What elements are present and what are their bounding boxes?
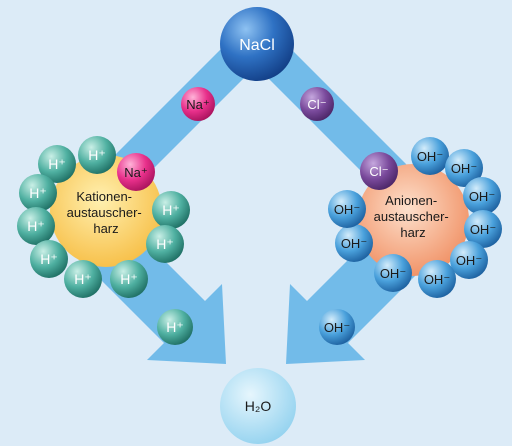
nacl-molecule: NaCl — [220, 7, 294, 81]
na-ion-free: Na⁺ — [181, 87, 215, 121]
svg-text:H⁺: H⁺ — [27, 218, 45, 234]
water-label: H₂O — [245, 398, 272, 414]
h-ion-free: H⁺ — [157, 309, 193, 345]
oh-ion-ring: OH⁻ OH⁻ OH⁻ OH⁻ OH⁻ OH⁻ OH⁻ OH⁻ OH⁻ — [328, 137, 502, 298]
h-ion: H⁺ — [30, 240, 68, 278]
svg-text:H⁺: H⁺ — [74, 271, 92, 287]
h-ion: H⁺ — [38, 145, 76, 183]
cation-resin: H⁺ H⁺ H⁺ H⁺ H⁺ H⁺ H⁺ H⁺ H⁺ Na⁺ Kationen-… — [17, 136, 190, 298]
svg-text:H⁺: H⁺ — [88, 147, 106, 163]
svg-text:OH⁻: OH⁻ — [470, 222, 496, 237]
svg-text:H⁺: H⁺ — [40, 251, 58, 267]
svg-text:OH⁻: OH⁻ — [341, 236, 367, 251]
oh-ion: OH⁻ — [445, 149, 483, 187]
oh-ion: OH⁻ — [464, 210, 502, 248]
cl-ion-label: Cl⁻ — [307, 97, 326, 112]
cl-ion-bound: Cl⁻ — [360, 152, 398, 190]
oh-ion: OH⁻ — [328, 190, 366, 228]
anion-resin: OH⁻ OH⁻ OH⁻ OH⁻ OH⁻ OH⁻ OH⁻ OH⁻ OH⁻ Cl⁻ … — [328, 137, 502, 298]
na-ion-bound: Na⁺ — [117, 153, 155, 191]
oh-ion: OH⁻ — [335, 224, 373, 262]
na-ion-label: Na⁺ — [186, 97, 209, 112]
oh-ion: OH⁻ — [450, 241, 488, 279]
svg-text:OH⁻: OH⁻ — [380, 266, 406, 281]
svg-text:H⁺: H⁺ — [156, 236, 174, 252]
oh-ion: OH⁻ — [411, 137, 449, 175]
oh-ion-free: OH⁻ — [319, 309, 355, 345]
h-ion: H⁺ — [19, 174, 57, 212]
cl-ion-free: Cl⁻ — [300, 87, 334, 121]
h-ion-label: H⁺ — [166, 319, 184, 335]
h-ion-ring: H⁺ H⁺ H⁺ H⁺ H⁺ H⁺ H⁺ H⁺ H⁺ — [17, 136, 190, 298]
svg-text:OH⁻: OH⁻ — [451, 161, 477, 176]
svg-text:H⁺: H⁺ — [120, 271, 138, 287]
svg-text:Cl⁻: Cl⁻ — [369, 164, 388, 179]
h-ion: H⁺ — [64, 260, 102, 298]
anion-resin-label: Anionen- austauscher- harz — [374, 193, 453, 240]
svg-text:H⁺: H⁺ — [29, 185, 47, 201]
svg-text:H⁺: H⁺ — [162, 202, 180, 218]
cation-resin-label: Kationen- austauscher- harz — [67, 189, 146, 236]
h-ion: H⁺ — [17, 207, 55, 245]
h-ion: H⁺ — [152, 191, 190, 229]
svg-text:OH⁻: OH⁻ — [469, 189, 495, 204]
svg-text:Na⁺: Na⁺ — [124, 165, 147, 180]
oh-ion: OH⁻ — [463, 177, 501, 215]
oh-ion: OH⁻ — [418, 260, 456, 298]
oh-ion: OH⁻ — [374, 254, 412, 292]
h-ion: H⁺ — [78, 136, 116, 174]
h-ion: H⁺ — [110, 260, 148, 298]
water-molecule: H₂O — [220, 368, 296, 444]
h-ion: H⁺ — [146, 225, 184, 263]
oh-ion-label: OH⁻ — [324, 320, 350, 335]
svg-text:H⁺: H⁺ — [48, 156, 66, 172]
svg-text:OH⁻: OH⁻ — [417, 149, 443, 164]
svg-text:OH⁻: OH⁻ — [334, 202, 360, 217]
svg-text:OH⁻: OH⁻ — [424, 272, 450, 287]
svg-text:OH⁻: OH⁻ — [456, 253, 482, 268]
nacl-label: NaCl — [239, 37, 275, 54]
